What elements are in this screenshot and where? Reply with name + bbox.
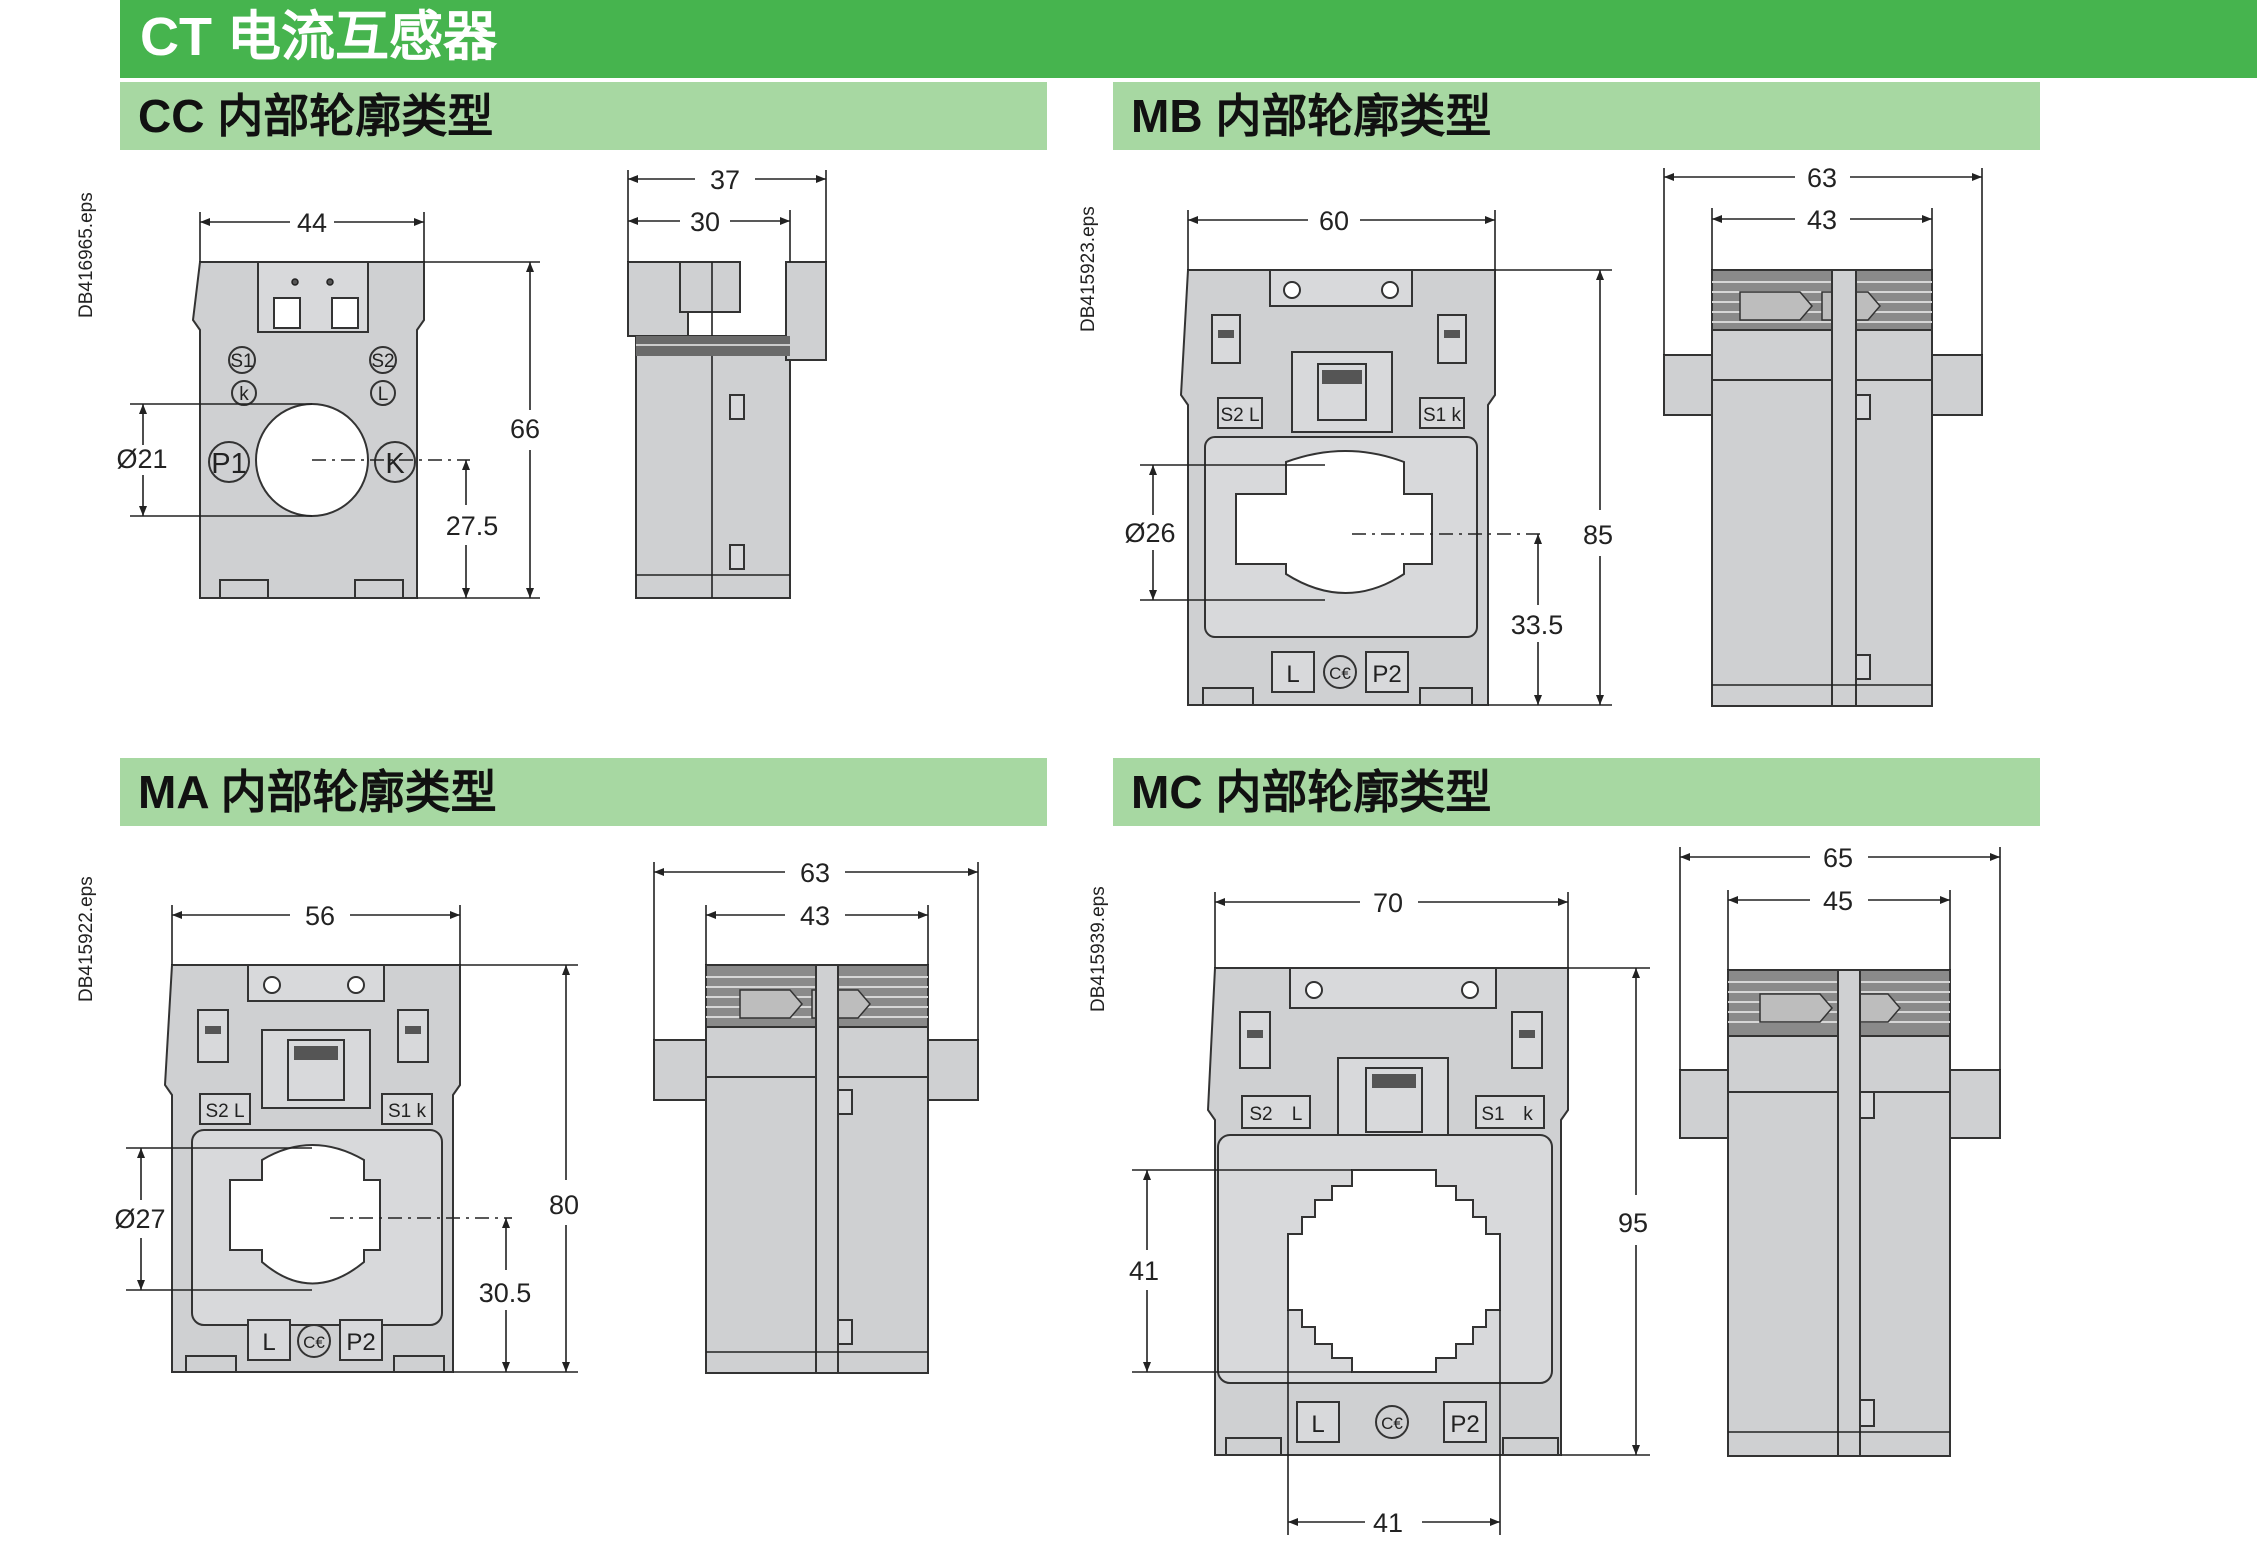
- cc-mark-k: K: [385, 448, 405, 480]
- section-heading-cc: CC 内部轮廓类型: [120, 82, 1047, 150]
- mb-side-view: 63 43: [1663, 163, 1983, 707]
- mb-front-view: S2 L S1 k L C€ P2 60 85 Ø26 33.5: [1124, 206, 1613, 706]
- mc-side-view: 65 45: [1679, 843, 2001, 1457]
- cc-dim-center: 27.5: [446, 511, 499, 541]
- mb-dim-diameter: Ø26: [1124, 518, 1175, 548]
- ma-mark-l: L: [262, 1329, 275, 1356]
- cc-dim-side-outer: 37: [710, 165, 740, 195]
- mc-mark-ce: C€: [1381, 1414, 1403, 1433]
- ma-mark-p2: P2: [346, 1329, 375, 1356]
- mc-mark-s1: S1: [1481, 1104, 1504, 1125]
- mc-dim-window-width: 41: [1373, 1508, 1403, 1538]
- mc-mark-s2: S2: [1249, 1104, 1272, 1125]
- mc-dim-side-outer: 65: [1823, 843, 1853, 873]
- ma-dim-width: 56: [305, 901, 335, 931]
- ma-dim-side-outer: 63: [800, 858, 830, 888]
- mc-dim-height: 95: [1618, 1208, 1648, 1238]
- cc-dim-height: 66: [510, 414, 540, 444]
- mb-mark-l: L: [1286, 661, 1299, 688]
- mb-mark-p2: P2: [1372, 661, 1401, 688]
- mb-mark-ce: C€: [1329, 664, 1351, 683]
- mb-mark-s1k: S1 k: [1423, 405, 1462, 426]
- cc-mark-k-small: k: [239, 384, 249, 405]
- mb-dim-width: 60: [1319, 206, 1349, 236]
- cc-dim-side-inner: 30: [690, 207, 720, 237]
- cc-dim-diameter: Ø21: [116, 444, 167, 474]
- cc-dim-width: 44: [297, 208, 327, 238]
- ma-front-view: S2 L S1 k L C€ P2 56 80 Ø27 30.5: [114, 901, 579, 1373]
- mc-mark-l-small: L: [1292, 1104, 1303, 1125]
- cc-mark-l-small: L: [378, 384, 389, 405]
- mc-dim-window-height: 41: [1129, 1256, 1159, 1286]
- section-heading-ma: MA 内部轮廓类型: [120, 758, 1047, 826]
- section-heading-mb: MB 内部轮廓类型: [1113, 82, 2040, 150]
- ma-dim-height: 80: [549, 1190, 579, 1220]
- mb-mark-s2l: S2 L: [1220, 405, 1259, 426]
- section-heading-mc: MC 内部轮廓类型: [1113, 758, 2040, 826]
- cc-mark-p1: P1: [211, 448, 246, 480]
- mc-mark-l: L: [1311, 1411, 1324, 1438]
- cc-mark-s2: S2: [371, 351, 394, 372]
- mc-mark-p2: P2: [1450, 1411, 1479, 1438]
- cc-mark-s1: S1: [230, 351, 253, 372]
- mc-dim-width: 70: [1373, 888, 1403, 918]
- ma-mark-ce: C€: [303, 1333, 325, 1352]
- cc-front-view: S1 k S2 L P1 K 44 66 Ø21 27.5: [116, 208, 540, 599]
- cc-side-view: 37 30: [627, 165, 827, 599]
- mc-front-view: S2 L S1 k L C€ P2 70 95 41 41: [1129, 888, 1650, 1538]
- mb-dim-side-outer: 63: [1807, 163, 1837, 193]
- ma-dim-center: 30.5: [479, 1278, 532, 1308]
- mb-dim-center: 33.5: [1511, 610, 1564, 640]
- ma-dim-diameter: Ø27: [114, 1204, 165, 1234]
- mc-mark-k-small: k: [1523, 1104, 1533, 1125]
- mc-dim-side-inner: 45: [1823, 886, 1853, 916]
- page-title: CT 电流互感器: [120, 0, 2257, 78]
- mb-dim-height: 85: [1583, 520, 1613, 550]
- ma-mark-s1k: S1 k: [388, 1101, 427, 1122]
- ma-dim-side-inner: 43: [800, 901, 830, 931]
- ma-mark-s2l: S2 L: [205, 1101, 244, 1122]
- mb-dim-side-inner: 43: [1807, 205, 1837, 235]
- ma-side-view: 63 43: [653, 858, 979, 1374]
